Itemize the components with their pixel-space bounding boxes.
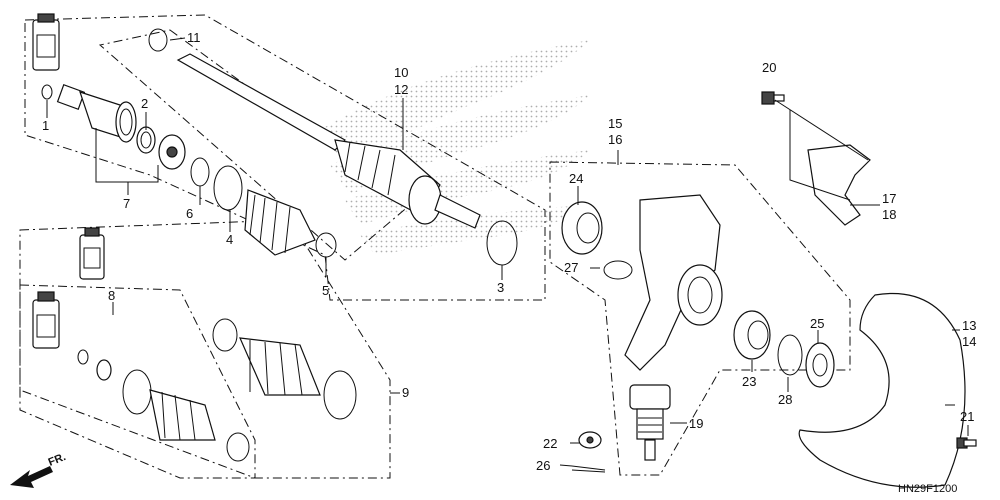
callout-20: 20 [762, 60, 776, 75]
boot-band-small [315, 232, 337, 258]
callout-7: 7 [123, 196, 130, 211]
diagram-code: HN29F1200 [898, 483, 957, 495]
callout-22: 22 [543, 436, 557, 451]
bearing-24 [561, 201, 603, 255]
boot-band [213, 165, 243, 211]
stop-ring [190, 157, 210, 187]
callout-14: 14 [962, 334, 976, 349]
callout-5: 5 [322, 283, 329, 298]
callout-13: 13 [962, 318, 976, 333]
boot-band-top [148, 28, 168, 52]
circlip-28 [777, 334, 803, 376]
callout-9: 9 [402, 385, 409, 400]
outer-joint-housing [56, 84, 137, 143]
callout-17: 17 [882, 191, 896, 206]
callout-3: 3 [497, 280, 504, 295]
callout-23: 23 [742, 374, 756, 389]
leader-lines [46, 37, 969, 467]
bolt-21 [956, 437, 977, 449]
callout-1: 1 [42, 118, 49, 133]
callout-16: 16 [608, 132, 622, 147]
callout-26: 26 [536, 458, 550, 473]
callout-24: 24 [569, 171, 583, 186]
group-box-knuckle [549, 161, 851, 476]
callout-12: 12 [394, 82, 408, 97]
callout-15: 15 [608, 116, 622, 131]
callout-8: 8 [108, 288, 115, 303]
callout-27: 27 [564, 260, 578, 275]
castle-nut [578, 431, 602, 449]
boot-set-upper [212, 318, 357, 420]
bolt-20 [761, 91, 785, 105]
drive-shaft [176, 53, 481, 229]
callout-25: 25 [810, 316, 824, 331]
oil-seal [805, 342, 835, 388]
bearing-cage [136, 126, 186, 170]
disc-cover [798, 292, 966, 488]
group-box-inner-kit [19, 284, 256, 479]
callout-11: 11 [187, 30, 201, 45]
cotter-pin [571, 465, 606, 473]
callout-2: 2 [141, 96, 148, 111]
brake-hose-guard [807, 144, 871, 226]
circlip [41, 84, 53, 100]
grease-tube-icon [32, 13, 60, 71]
callout-21: 21 [960, 409, 974, 424]
grease-tube-icon [32, 291, 60, 349]
callout-28: 28 [778, 392, 792, 407]
callout-19: 19 [689, 416, 703, 431]
callout-18: 18 [882, 207, 896, 222]
callout-6: 6 [186, 206, 193, 221]
joint-boot [244, 189, 316, 256]
bearing-23 [733, 310, 771, 360]
grease-tube-icon [79, 227, 105, 280]
front-arrow-icon: FR. [10, 451, 68, 488]
callout-10: 10 [394, 65, 408, 80]
boot-kit-lower [77, 349, 250, 462]
circlip-27 [603, 260, 633, 280]
direction-label: FR. [47, 451, 68, 469]
steering-knuckle [624, 194, 723, 371]
callout-4: 4 [226, 232, 233, 247]
ball-joint [629, 384, 671, 461]
group-box-outer-joint [24, 14, 546, 301]
